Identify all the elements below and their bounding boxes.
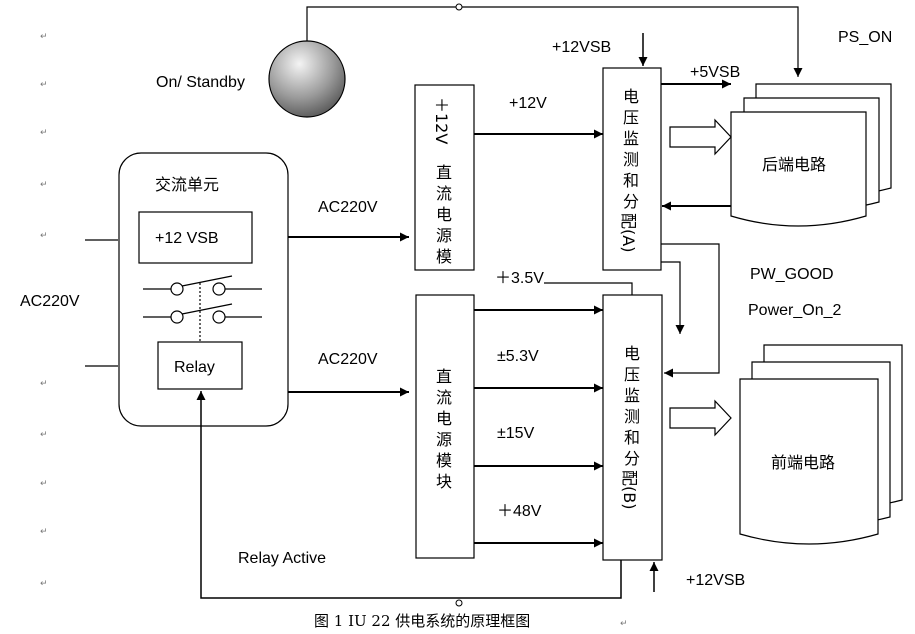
front-circuit-stack [739, 344, 903, 545]
dc-module-char: 块 [436, 472, 452, 491]
psu-12v-module [414, 84, 475, 271]
monitor-a-char: 电 [623, 87, 639, 106]
dc-module-char: 电 [436, 409, 452, 428]
dc-module-char: 模 [436, 451, 452, 470]
junction-dot [455, 3, 463, 11]
psu-12v-char: 电 [436, 205, 452, 224]
relay-active-label: Relay Active [238, 550, 326, 567]
plus12vsb-bottom-label: +12VSB [686, 572, 745, 589]
para-mark: ↵ [40, 32, 48, 42]
plus12vsb-top-label: +12VSB [552, 39, 611, 56]
monitor-a-char: 测 [623, 150, 639, 169]
psu-12v-title: ＋12V [432, 97, 451, 144]
relay-active-line [196, 391, 622, 599]
rear-circuit-stack [730, 83, 892, 227]
rear-circuit-label: 后端电路 [762, 155, 826, 174]
paragraph-marks: ↵ ↵ ↵ ↵ ↵ ↵ ↵ ↵ ↵ ↵ [40, 32, 48, 589]
dc-module-chars: 直 流 电 源 模 块 [436, 367, 452, 491]
figure-caption: 图 1 IU 22 供电系统的原理框图 [314, 612, 530, 630]
psu-12v-chars: 直 流 电 源 模 [436, 163, 452, 266]
voltage-monitor-a [602, 67, 662, 271]
monitor-b-chars: 电 压 监 测 和 分 配(B) [620, 344, 640, 509]
monitor-a-char: 分 [623, 192, 639, 211]
ac-to-dc-label: AC220V [318, 351, 378, 368]
v48-label: ＋48V [497, 503, 542, 520]
monitor-b-char: 压 [624, 365, 640, 384]
power-on-2-label: Power_On_2 [748, 302, 841, 319]
relay-box [157, 341, 243, 390]
para-mark: ↵ [40, 379, 48, 389]
para-mark: ↵ [40, 80, 48, 90]
monitor-a-chars: 电 压 监 测 和 分 配(A) [619, 87, 639, 252]
psu-12v-char: 流 [436, 184, 452, 203]
ac-input-label: AC220V [20, 293, 80, 310]
psu-12v-char: 模 [436, 247, 452, 266]
v35-label: ＋3.5V [495, 270, 544, 287]
vsb-label: +12 VSB [155, 230, 219, 247]
monitor-b-char: 分 [624, 449, 640, 468]
psu-12v-char: 源 [436, 226, 452, 245]
pw-good-line [661, 243, 720, 378]
ac-unit-box [118, 152, 289, 427]
monitor-b-char: 和 [624, 428, 640, 447]
pw-good-label: PW_GOOD [750, 266, 834, 283]
monitor-a-char: 配(A) [619, 213, 638, 252]
monitor-b-char: 电 [624, 344, 640, 363]
on-standby-label: On/ Standby [156, 74, 245, 91]
junction-dot [455, 599, 463, 607]
ps-on-label: PS_ON [838, 29, 892, 46]
monitor-b-char: 监 [624, 386, 640, 405]
rear-hollow-arrow [669, 118, 732, 156]
front-circuit-label: 前端电路 [771, 453, 835, 472]
monitor-a-char: 监 [623, 129, 639, 148]
plus12v-label: +12V [509, 95, 547, 112]
para-mark: ↵ [40, 128, 48, 138]
monitor-a-to-b-line [661, 261, 685, 334]
monitor-a-char: 和 [623, 171, 639, 190]
ac-unit-label: 交流单元 [155, 175, 219, 194]
dc-module-char: 流 [436, 388, 452, 407]
v53-label: ±5.3V [497, 348, 539, 365]
on-standby-button[interactable] [268, 40, 346, 118]
plus5vsb-label: +5VSB [690, 64, 740, 81]
ac-to-12v-label: AC220V [318, 199, 378, 216]
v35-feed-line [544, 282, 633, 295]
dc-module-char: 直 [436, 367, 452, 386]
para-mark: ↵ [40, 579, 48, 589]
para-mark: ↵ [620, 619, 628, 629]
dc-supply-module [415, 294, 475, 559]
relay-label: Relay [174, 359, 215, 376]
front-hollow-arrow [669, 399, 732, 437]
monitor-a-char: 压 [623, 108, 639, 127]
para-mark: ↵ [40, 231, 48, 241]
relay-switch-symbol [143, 275, 262, 342]
vsb-box [138, 211, 253, 264]
para-mark: ↵ [40, 479, 48, 489]
ps-on-signal-line [306, 6, 803, 77]
monitor-b-char: 配(B) [620, 470, 639, 509]
para-mark: ↵ [40, 527, 48, 537]
dc-module-char: 源 [436, 430, 452, 449]
monitor-b-char: 测 [624, 407, 640, 426]
v15-label: ±15V [497, 425, 535, 442]
psu-12v-char: 直 [436, 163, 452, 182]
para-mark: ↵ [40, 180, 48, 190]
para-mark: ↵ [40, 430, 48, 440]
voltage-monitor-b [602, 294, 663, 561]
